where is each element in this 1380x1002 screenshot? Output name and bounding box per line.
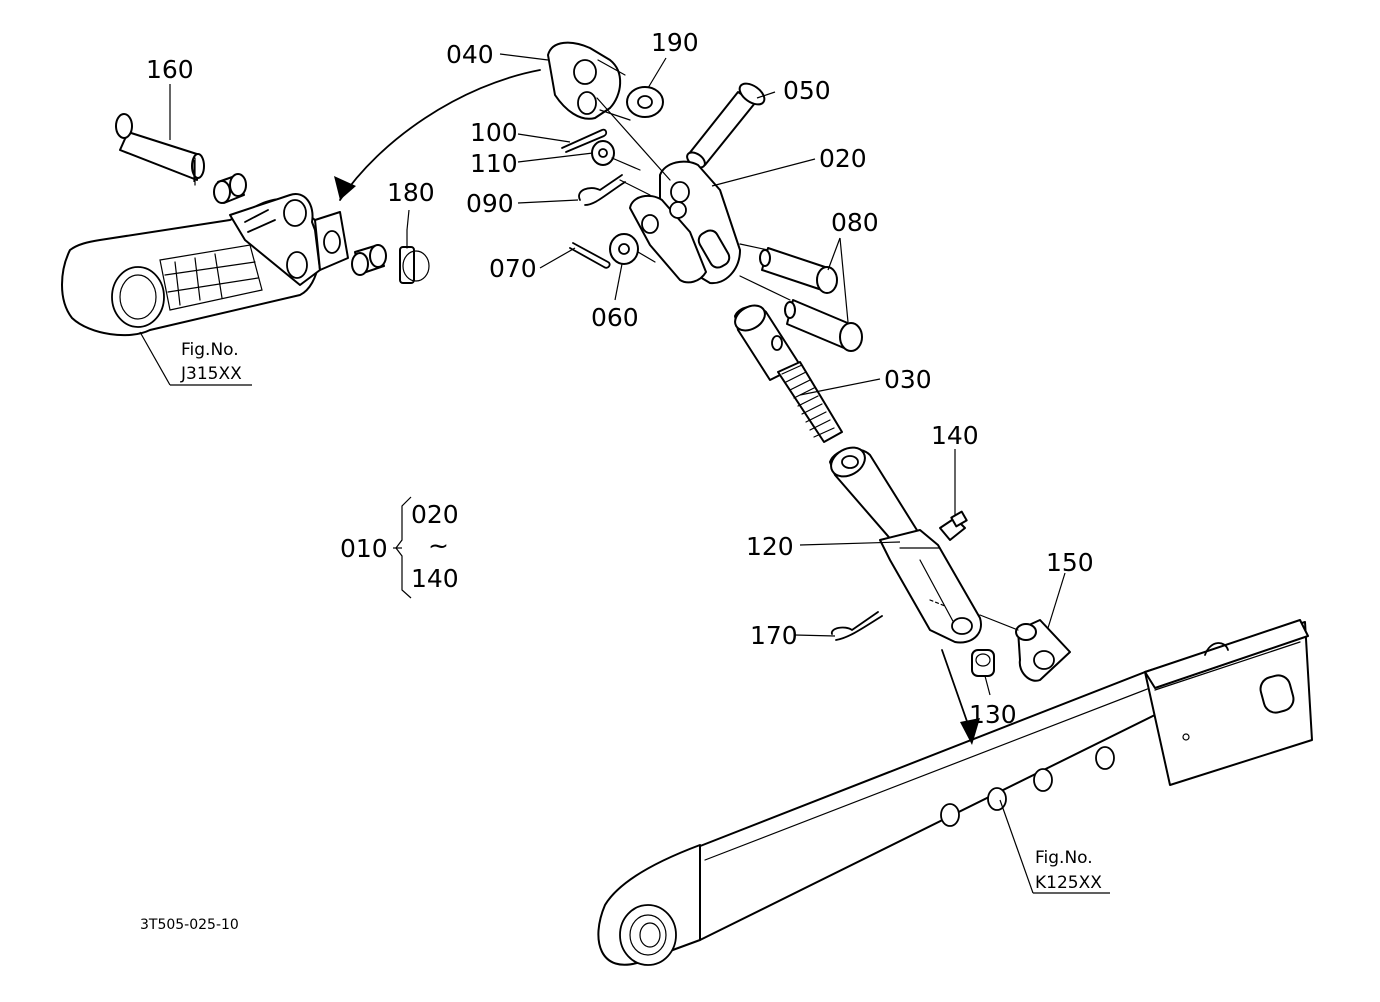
callout-010: 010 bbox=[340, 534, 388, 563]
callout-140: 140 bbox=[931, 421, 979, 450]
callout-040: 040 bbox=[446, 40, 494, 69]
cotter-pin-070 bbox=[569, 242, 611, 269]
washer-060 bbox=[609, 233, 639, 265]
callout-060: 060 bbox=[591, 303, 639, 332]
callout-170: 170 bbox=[750, 621, 798, 650]
fig-ref-lower-code: K125XX bbox=[1035, 873, 1102, 893]
range-from: 020 bbox=[411, 500, 459, 529]
callout-100: 100 bbox=[470, 118, 518, 147]
drawing-code: 3T505-025-10 bbox=[140, 917, 239, 933]
lower-link-arm bbox=[597, 619, 1313, 966]
callout-120: 120 bbox=[746, 532, 794, 561]
callout-090: 090 bbox=[466, 189, 514, 218]
grease-nipple-140 bbox=[939, 510, 968, 541]
leader-lines bbox=[139, 53, 1110, 894]
washer-110 bbox=[591, 140, 615, 166]
linch-pin-180 bbox=[399, 229, 430, 284]
callout-190: 190 bbox=[651, 28, 699, 57]
yoke-020 bbox=[629, 160, 741, 285]
callout-020: 020 bbox=[819, 144, 867, 173]
pin-050 bbox=[686, 82, 766, 169]
callout-050: 050 bbox=[783, 76, 831, 105]
callout-150: 150 bbox=[1046, 548, 1094, 577]
callout-030: 030 bbox=[884, 365, 932, 394]
pin-080-lower bbox=[784, 299, 863, 352]
cotter-pin-100 bbox=[561, 128, 608, 153]
washer-190 bbox=[626, 86, 664, 118]
turnbuckle-120 bbox=[829, 446, 982, 644]
arrow-to-lower-link bbox=[941, 649, 980, 745]
assembly-guide-lines bbox=[596, 97, 791, 301]
range-to: 140 bbox=[411, 564, 459, 593]
arrow-to-lift-arm bbox=[334, 69, 541, 201]
callout-180: 180 bbox=[387, 178, 435, 207]
threaded-rod-030 bbox=[734, 304, 843, 443]
pin-080-upper bbox=[759, 247, 838, 294]
fig-ref-upper-label: Fig.No. bbox=[181, 340, 239, 360]
range-tilde: ~ bbox=[428, 531, 449, 560]
fig-ref-lower-label: Fig.No. bbox=[1035, 848, 1093, 868]
assembly-range-bracket bbox=[393, 496, 412, 599]
clip-090 bbox=[578, 174, 626, 206]
pin-150 bbox=[979, 614, 1071, 682]
callout-160: 160 bbox=[146, 55, 194, 84]
callout-070: 070 bbox=[489, 254, 537, 283]
clip-170 bbox=[831, 611, 883, 641]
bush-right bbox=[351, 244, 387, 276]
callout-130: 130 bbox=[969, 700, 1017, 729]
bush bbox=[213, 173, 247, 204]
lift-arm bbox=[61, 193, 349, 337]
callout-080: 080 bbox=[831, 208, 879, 237]
callout-110: 110 bbox=[470, 149, 518, 178]
bracket-040 bbox=[547, 41, 631, 121]
figure-references: Fig.No. J315XX Fig.No. K125XX bbox=[180, 340, 1102, 893]
fig-ref-upper-code: J315XX bbox=[180, 364, 242, 384]
pin-160 bbox=[115, 113, 205, 186]
bush-130 bbox=[971, 649, 995, 677]
callout-labels: 040 190 050 100 110 020 090 080 070 060 … bbox=[146, 28, 1094, 729]
